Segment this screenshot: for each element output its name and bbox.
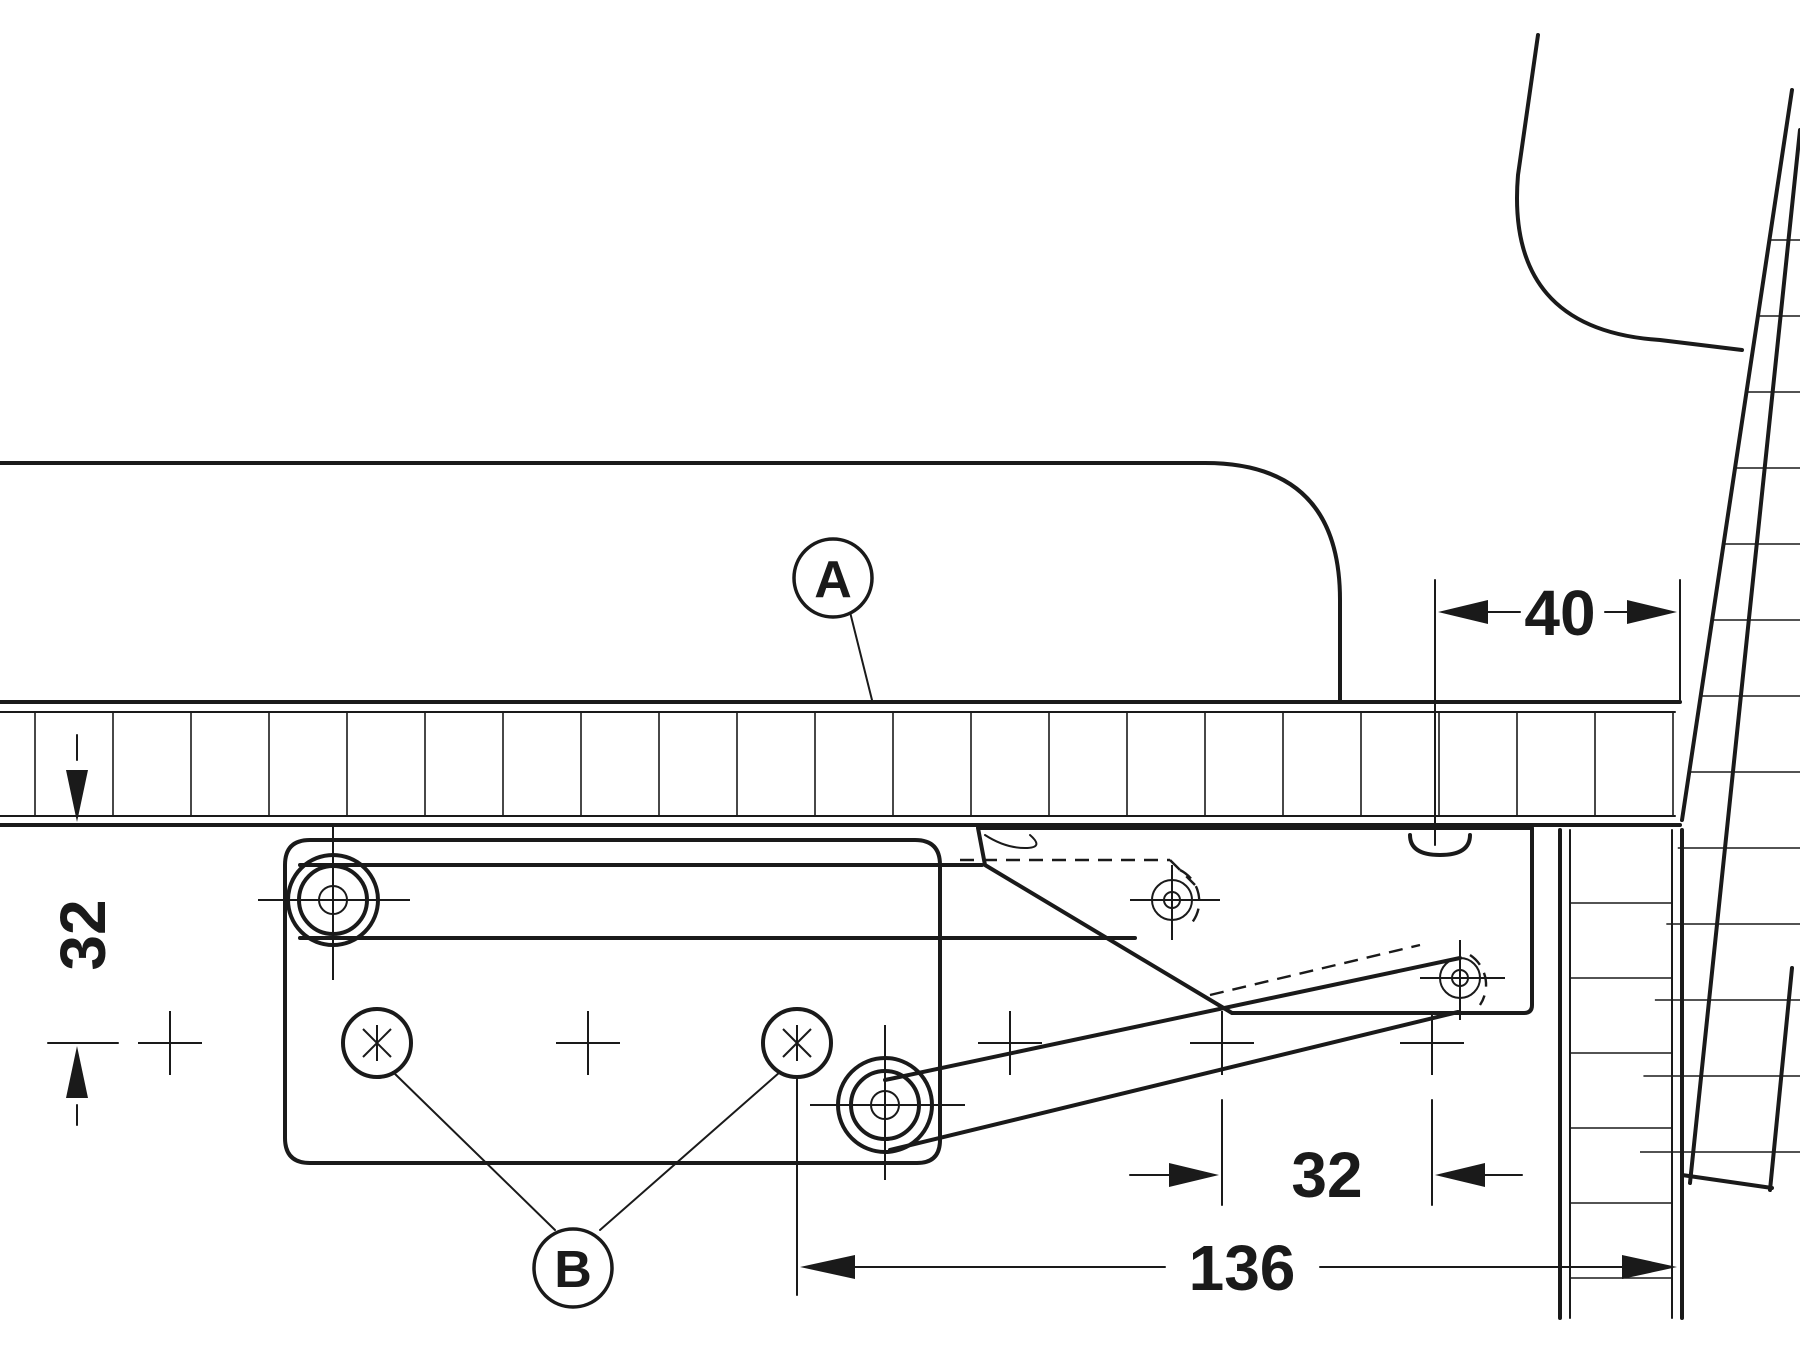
flap-mounting-plate <box>976 826 1534 1015</box>
dimension-32-horizontal: 32 <box>1129 1099 1523 1211</box>
screw-icon <box>341 1007 413 1079</box>
callout-b: B <box>532 1227 614 1309</box>
dimension-40: 40 <box>1434 577 1681 846</box>
callout-b-label: B <box>554 1241 592 1299</box>
screw-icon <box>761 1007 833 1079</box>
callout-a-label: A <box>814 551 852 609</box>
hinge-base-plate <box>283 838 942 1165</box>
plug-right <box>1408 833 1472 857</box>
dimension-40-label: 40 <box>1524 577 1595 649</box>
pivot-upper-left <box>258 825 410 980</box>
pivot-mount-upper <box>1130 865 1220 940</box>
callout-b-leaders <box>392 1071 781 1231</box>
callout-a-leader <box>849 611 873 701</box>
dimension-136-label: 136 <box>1189 1232 1296 1304</box>
hole-mark-1 <box>137 1010 203 1076</box>
dimension-32-horizontal-label: 32 <box>1291 1139 1362 1211</box>
lower-link-arm <box>883 956 1462 1152</box>
hole-mark-3 <box>977 1010 1043 1076</box>
hole-mark-2 <box>555 1010 621 1076</box>
dimension-32-vertical: 32 <box>47 734 119 1126</box>
plug-left <box>984 834 1038 850</box>
callout-a: A <box>792 537 874 619</box>
hole-mark-5 <box>1399 1010 1465 1076</box>
side-panel <box>1558 828 1684 1320</box>
pivot-mount-lower <box>1420 940 1505 1020</box>
upper-panel-outline <box>0 461 1342 702</box>
hidden-lines <box>938 858 1488 1060</box>
pivot-lower <box>810 1025 965 1180</box>
right-tilted-panel <box>1515 33 1800 1192</box>
upper-link-arm <box>298 863 1137 940</box>
dimension-136: 136 <box>796 1076 1677 1304</box>
dimension-32-vertical-label: 32 <box>47 899 119 970</box>
worktop-panel <box>0 700 1682 827</box>
